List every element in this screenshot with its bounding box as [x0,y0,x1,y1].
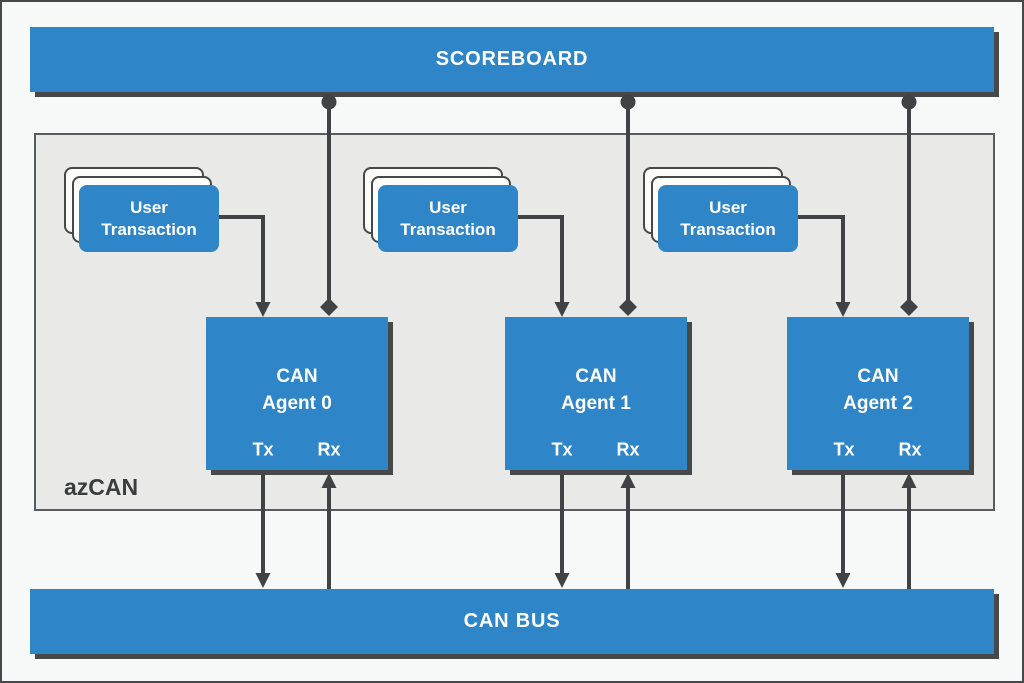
agent0-tx-arrowhead [255,573,271,588]
can-agent-2-name: CAN Agent 2 [787,363,969,417]
can-agent-1-tx-port-label: Tx [551,439,573,460]
agent0-scoreboard-dot [321,94,337,110]
user-transaction-stack-2: User Transaction [643,167,798,252]
can-agent-1-block: CAN Agent 1 Tx Rx [505,317,687,470]
user-transaction-card-0: User Transaction [79,185,219,252]
user-transaction-label-line1: User [130,197,168,217]
can-agent-0-name-line1: CAN [276,366,318,387]
can-bus-label: CAN BUS [463,610,561,632]
can-agent-0-name-line2: Agent 0 [262,393,332,414]
user-transaction-stack-0: User Transaction [64,167,219,252]
can-agent-0-name: CAN Agent 0 [206,363,388,417]
can-agent-2-block: CAN Agent 2 Tx Rx [787,317,969,470]
user-transaction-label-line1: User [709,197,747,217]
user-transaction-stack-1: User Transaction [363,167,518,252]
can-agent-2-name-line1: CAN [857,366,899,387]
can-agent-2-rx-port-label: Rx [898,439,922,460]
can-agent-1-name: CAN Agent 1 [505,363,687,417]
agent1-tx-arrowhead [554,573,570,588]
can-agent-1-name-line1: CAN [575,366,617,387]
scoreboard-block: SCOREBOARD [30,27,994,92]
can-agent-2-name-line2: Agent 2 [843,393,913,414]
user-transaction-label-line2: Transaction [101,219,197,239]
user-transaction-card-2: User Transaction [658,185,798,252]
user-transaction-label-line2: Transaction [680,219,776,239]
can-agent-2-tx-port-label: Tx [833,439,855,460]
user-transaction-label-line1: User [429,197,467,217]
scoreboard-label: SCOREBOARD [435,48,589,70]
agent2-tx-arrowhead [835,573,851,588]
can-agent-1-rx-port-label: Rx [616,439,640,460]
agent1-scoreboard-dot [620,94,636,110]
can-bus-block: CAN BUS [30,589,994,654]
can-agent-0-tx-port-label: Tx [252,439,274,460]
can-agent-0-rx-port-label: Rx [317,439,341,460]
azcan-label: azCAN [64,474,139,500]
agent2-scoreboard-dot [901,94,917,110]
user-transaction-label-line2: Transaction [400,219,496,239]
user-transaction-card-1: User Transaction [378,185,518,252]
can-agent-1-name-line2: Agent 1 [561,393,631,414]
can-agent-0-block: CAN Agent 0 Tx Rx [206,317,388,470]
